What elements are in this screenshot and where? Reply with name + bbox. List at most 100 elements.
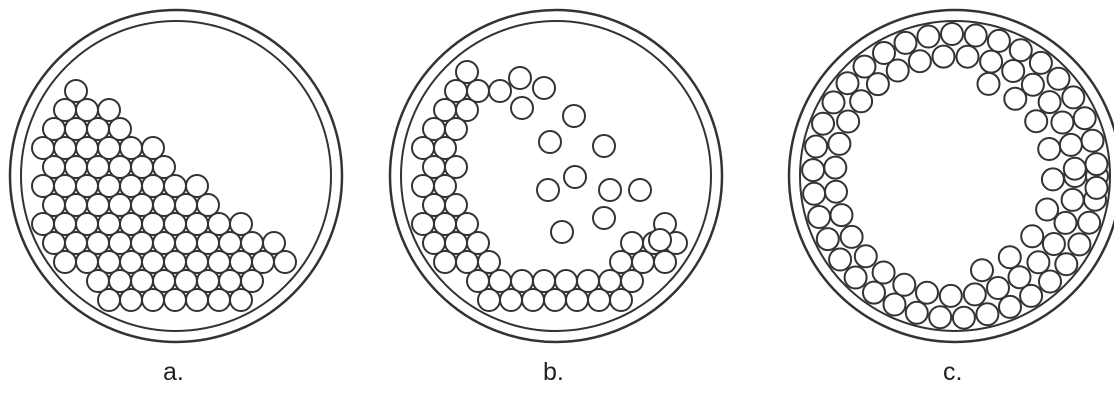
- grinding-ball: [964, 283, 986, 305]
- grinding-ball: [1038, 138, 1060, 160]
- grinding-ball: [825, 181, 847, 203]
- grinding-ball: [824, 157, 846, 179]
- grinding-ball: [1010, 39, 1032, 61]
- grinding-ball: [831, 204, 853, 226]
- grinding-ball: [164, 289, 186, 311]
- grinding-ball: [1055, 253, 1077, 275]
- grinding-ball: [1064, 158, 1086, 180]
- grinding-ball: [230, 289, 252, 311]
- grinding-ball: [999, 246, 1021, 268]
- grinding-ball: [873, 262, 895, 284]
- grinding-ball: [142, 289, 164, 311]
- grinding-ball: [803, 183, 825, 205]
- grinding-ball: [829, 249, 851, 271]
- grinding-ball: [1051, 112, 1073, 134]
- grinding-ball: [837, 111, 859, 133]
- grinding-ball: [1068, 233, 1090, 255]
- grinding-ball: [1062, 189, 1084, 211]
- panel-b-label: b.: [543, 358, 564, 386]
- grinding-ball: [808, 206, 830, 228]
- grinding-ball: [1082, 130, 1104, 152]
- grinding-ball: [539, 131, 561, 153]
- grinding-ball: [54, 251, 76, 273]
- grinding-ball: [1027, 251, 1049, 273]
- panel-c-centrifuging: c.: [789, 10, 1114, 386]
- grinding-ball: [941, 23, 963, 45]
- grinding-ball: [850, 90, 872, 112]
- grinding-ball: [841, 226, 863, 248]
- grinding-ball: [522, 289, 544, 311]
- grinding-ball: [649, 229, 671, 251]
- grinding-ball: [1074, 107, 1096, 129]
- grinding-ball: [1039, 271, 1061, 293]
- grinding-ball: [533, 77, 555, 99]
- grinding-ball: [599, 179, 621, 201]
- grinding-ball: [987, 277, 1009, 299]
- panel-b-cataracting: b.: [390, 10, 722, 386]
- grinding-ball: [208, 289, 230, 311]
- grinding-ball: [965, 25, 987, 47]
- grinding-ball: [566, 289, 588, 311]
- grinding-ball: [1025, 110, 1047, 132]
- grinding-ball: [1030, 52, 1052, 74]
- grinding-ball: [274, 251, 296, 273]
- grinding-ball: [1086, 177, 1108, 199]
- grinding-ball: [988, 30, 1010, 52]
- grinding-media: [802, 23, 1108, 329]
- grinding-ball: [564, 166, 586, 188]
- grinding-ball: [805, 136, 827, 158]
- grinding-ball: [867, 73, 889, 95]
- grinding-ball: [511, 97, 533, 119]
- grinding-ball: [1086, 153, 1108, 175]
- grinding-ball: [1043, 233, 1065, 255]
- grinding-ball: [1060, 134, 1082, 156]
- grinding-ball: [654, 251, 676, 273]
- grinding-ball: [978, 73, 1000, 95]
- grinding-ball: [906, 302, 928, 324]
- grinding-ball: [1039, 91, 1061, 113]
- grinding-ball: [817, 228, 839, 250]
- grinding-ball: [802, 159, 824, 181]
- grinding-ball: [1078, 212, 1100, 234]
- grinding-ball: [929, 306, 951, 328]
- grinding-ball: [828, 133, 850, 155]
- grinding-ball: [1055, 212, 1077, 234]
- grinding-ball: [509, 67, 531, 89]
- grinding-ball: [812, 113, 834, 135]
- grinding-ball: [489, 80, 511, 102]
- grinding-ball: [976, 303, 998, 325]
- grinding-ball: [953, 307, 975, 329]
- grinding-ball: [933, 46, 955, 68]
- grinding-ball: [629, 179, 651, 201]
- grinding-ball: [917, 26, 939, 48]
- grinding-ball: [823, 91, 845, 113]
- grinding-ball: [500, 289, 522, 311]
- grinding-ball: [895, 32, 917, 54]
- grinding-ball: [610, 289, 632, 311]
- grinding-ball: [186, 289, 208, 311]
- grinding-ball: [845, 267, 867, 289]
- grinding-ball: [884, 294, 906, 316]
- grinding-ball: [478, 289, 500, 311]
- grinding-ball: [863, 282, 885, 304]
- grinding-ball: [887, 60, 909, 82]
- grinding-ball: [434, 251, 456, 273]
- grinding-ball: [909, 50, 931, 72]
- grinding-ball: [563, 105, 585, 127]
- grinding-ball: [1042, 168, 1064, 190]
- grinding-ball: [916, 282, 938, 304]
- grinding-ball: [1021, 225, 1043, 247]
- panel-c-label: c.: [943, 358, 962, 386]
- grinding-ball: [120, 289, 142, 311]
- grinding-media: [32, 80, 296, 311]
- grinding-ball: [1004, 88, 1026, 110]
- grinding-ball: [980, 51, 1002, 73]
- grinding-ball: [1009, 266, 1031, 288]
- grinding-ball: [957, 46, 979, 68]
- grinding-ball: [593, 135, 615, 157]
- panel-a-label: a.: [163, 358, 184, 386]
- grinding-ball: [893, 274, 915, 296]
- grinding-ball: [1048, 68, 1070, 90]
- grinding-ball: [1002, 60, 1024, 82]
